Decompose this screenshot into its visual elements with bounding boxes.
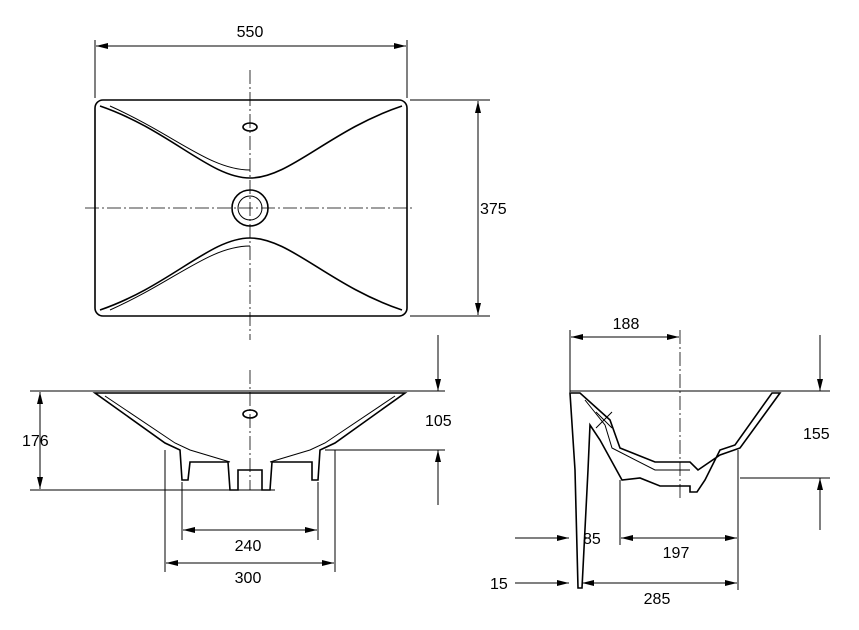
side-wall-label: 15 xyxy=(490,576,508,593)
depth-label: 375 xyxy=(480,201,507,218)
width-label: 550 xyxy=(237,24,264,41)
side-height-label: 155 xyxy=(803,426,830,443)
bowl-depth-label: 105 xyxy=(425,413,452,430)
side-depth-label: 285 xyxy=(644,591,671,608)
upper-bowl-curve xyxy=(99,105,403,179)
front-view: 176 105 240 300 xyxy=(22,335,452,587)
side-top-label: 188 xyxy=(613,316,640,333)
drain-circle xyxy=(231,189,269,227)
tap-hole xyxy=(242,122,258,132)
side-profile xyxy=(569,392,782,589)
lower-bowl-curve xyxy=(99,237,403,311)
basin-profile xyxy=(92,392,408,491)
inner-feet-label: 240 xyxy=(235,538,262,555)
side-offset-label: 85 xyxy=(583,531,601,548)
top-view: 550 375 xyxy=(85,24,507,340)
outer-feet-label: 300 xyxy=(235,570,262,587)
side-feet-label: 197 xyxy=(663,545,690,562)
side-view: 188 155 85 197 15 285 xyxy=(490,316,830,608)
height-label: 176 xyxy=(22,433,49,450)
